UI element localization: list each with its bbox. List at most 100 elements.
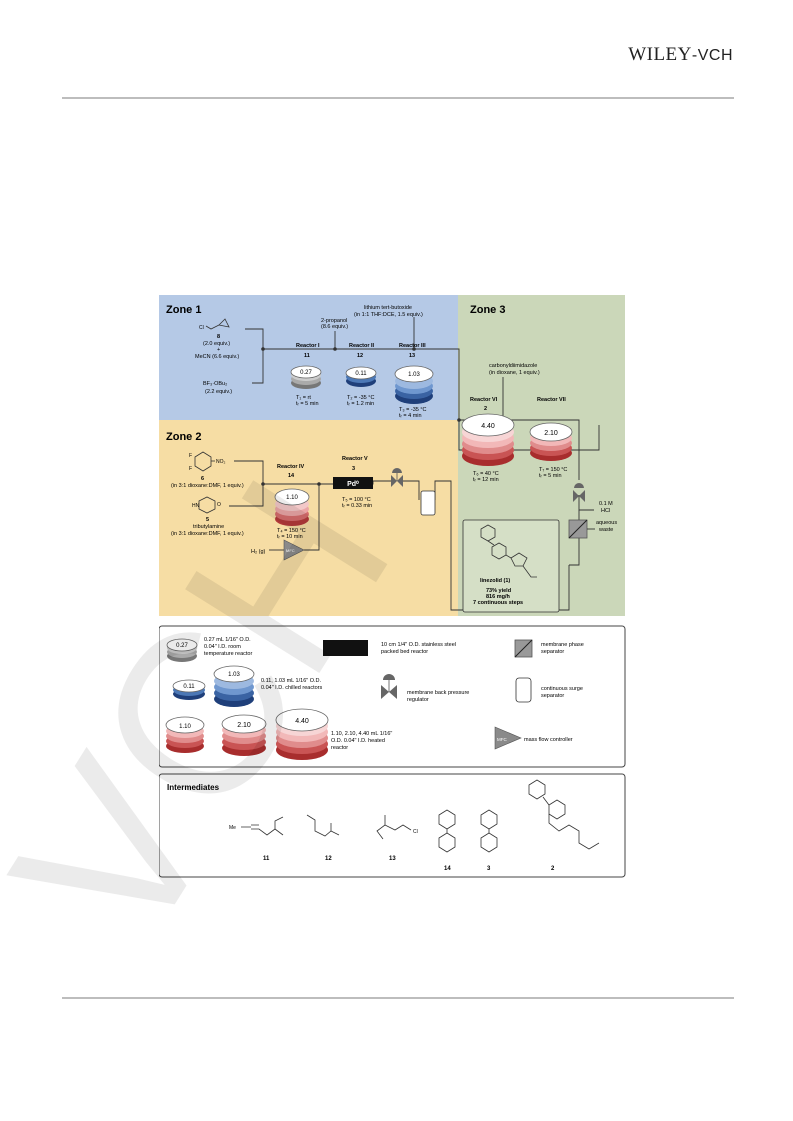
legend-l5b: regulator bbox=[407, 697, 429, 703]
back-pressure-regulator-zone2 bbox=[391, 468, 403, 487]
cdi-label: carbonyldiimidazole bbox=[489, 363, 537, 369]
reactor7-time: tᵣ = 5 min bbox=[539, 473, 562, 479]
legend-l6: mass flow controller bbox=[524, 737, 573, 743]
legend-bpr-icon bbox=[381, 674, 397, 699]
legend-v440: 4.40 bbox=[295, 718, 309, 725]
reactor3-volume: 1.03 bbox=[408, 372, 420, 378]
reactor2-temp: T₂ = -35 °C bbox=[347, 395, 374, 401]
compound-3: 3 bbox=[487, 866, 491, 872]
logo-separator: - bbox=[691, 47, 698, 64]
compound-14: 14 bbox=[444, 866, 451, 872]
reactor2-time: tᵣ = 1.2 min bbox=[347, 401, 374, 407]
epichlorohydrin-structure bbox=[205, 318, 230, 330]
lithium-equiv: (in 1:1 THF:DCE, 1.5 equiv.) bbox=[354, 312, 423, 318]
plus-sign: + bbox=[217, 347, 220, 353]
reactor7-coil: 2.10 bbox=[529, 422, 573, 461]
hn-label-5: HN bbox=[192, 503, 200, 509]
header-rule bbox=[62, 97, 734, 99]
legend-surge-icon bbox=[515, 677, 532, 703]
intermediates-title: Intermediates bbox=[167, 783, 220, 792]
flow-scheme-figure: Zone 1 Zone 2 Zone 3 Cl 8 (2.0 equiv.) +… bbox=[159, 295, 626, 878]
reagent-8-equiv: (2.0 equiv.) bbox=[203, 341, 230, 347]
zone3-title: Zone 3 bbox=[470, 304, 505, 316]
legend-l1a: 0.27 mL 1/16" O.D. bbox=[204, 637, 251, 643]
zone2-flow-lines bbox=[229, 460, 570, 611]
legend-l1b: 0.04" I.D. room bbox=[204, 644, 241, 650]
zone1-title: Zone 1 bbox=[166, 304, 201, 316]
product-rate: 816 mg/h bbox=[486, 594, 510, 600]
compound-2: 2 bbox=[551, 866, 555, 872]
legend-l1c: temperature reactor bbox=[204, 651, 252, 657]
lithium-label: lithium tert-butoxide bbox=[364, 305, 412, 311]
legend-v027: 0.27 bbox=[176, 643, 188, 649]
reactor3-label: Reactor III bbox=[399, 343, 426, 349]
reactor1-label: Reactor I bbox=[296, 343, 320, 349]
legend-l8b: separator bbox=[541, 693, 564, 699]
h2-label: H₂ (g) bbox=[251, 549, 266, 555]
legend-v011: 0.11 bbox=[183, 684, 195, 690]
reactor6-num: 2 bbox=[484, 406, 487, 412]
hcl-label: HCl bbox=[601, 508, 610, 514]
back-pressure-regulator-zone3 bbox=[573, 483, 585, 502]
reagent-5-number: 5 bbox=[206, 517, 209, 523]
compound-13: 13 bbox=[389, 856, 396, 862]
legend-l3c: reactor bbox=[331, 745, 348, 751]
mecn-label: MeCN (6.6 equiv.) bbox=[195, 354, 239, 360]
reactor7-volume: 2.10 bbox=[544, 430, 558, 437]
reactor7-label: Reactor VII bbox=[537, 397, 566, 403]
mfc-label-zone2: MFC bbox=[286, 548, 295, 553]
footer-rule bbox=[62, 997, 734, 999]
legend-l4a: 10 cm 1/4" O.D. stainless steel bbox=[381, 642, 456, 648]
reactor5-catalyst: Pd⁰ bbox=[347, 480, 359, 488]
legend-l3b: O.D. 0.04" I.D. heated bbox=[331, 738, 385, 744]
legend-v103: 1.03 bbox=[228, 672, 240, 678]
logo-vch: VCH bbox=[697, 47, 733, 64]
reactor4-time: tᵣ = 10 min bbox=[277, 534, 303, 540]
reactor6-temp: T₆ = 40 °C bbox=[473, 471, 499, 477]
product-steps: 7 continuous steps bbox=[473, 600, 523, 606]
publisher-logo: WILEY-VCH bbox=[628, 44, 733, 66]
reactor6-coil: 4.40 bbox=[461, 413, 515, 466]
zone2-title: Zone 2 bbox=[166, 431, 201, 443]
legend-heated-reactors: 1.10 2.10 4.40 bbox=[165, 708, 329, 760]
product-name: linezolid (1) bbox=[480, 578, 510, 584]
intermediates-box bbox=[159, 773, 626, 878]
reactor5-temp: T₅ = 100 °C bbox=[342, 497, 371, 503]
phase-separator bbox=[568, 519, 588, 539]
hcl-conc: 0.1 M bbox=[599, 501, 613, 507]
legend-packed-bed bbox=[323, 640, 368, 656]
reactor7-temp: T₇ = 150 °C bbox=[539, 467, 567, 473]
intermediate-structures bbox=[241, 779, 600, 853]
tributylamine-label: tributylamine bbox=[193, 524, 224, 530]
reactor3-time: tᵣ = 4 min bbox=[399, 413, 422, 419]
compound-12: 12 bbox=[325, 856, 332, 862]
reactor1-time: tᵣ = 5 min bbox=[296, 401, 319, 407]
legend-l4b: packed bed reactor bbox=[381, 649, 428, 655]
legend-l2b: 0.04" I.D. chilled reactors bbox=[261, 685, 323, 691]
logo-wiley: WILEY bbox=[628, 44, 692, 65]
reactor4-num: 14 bbox=[288, 473, 295, 479]
product-yield: 73% yield bbox=[486, 588, 511, 594]
legend-l7a: membrane phase bbox=[541, 642, 584, 648]
product-box bbox=[462, 519, 560, 613]
legend-mfc-icon: MFC bbox=[494, 726, 522, 750]
reactor4-coil: 1.10 bbox=[274, 488, 310, 526]
reactor2-volume: 0.11 bbox=[355, 371, 367, 377]
reactor1-num: 11 bbox=[304, 353, 310, 359]
reagent-8-number: 8 bbox=[217, 334, 220, 340]
reactor2-label: Reactor II bbox=[349, 343, 375, 349]
reactor4-label: Reactor IV bbox=[277, 464, 305, 470]
bf3-label: BF₃·OBu₂ bbox=[203, 381, 227, 387]
reactor1-temp: T₁ = rt bbox=[296, 395, 311, 401]
cdi-solvent: (in dioxane, 1 equiv.) bbox=[489, 370, 540, 376]
aqueous-label: aqueous bbox=[596, 520, 617, 526]
reactor5-time: tᵣ = 0.33 min bbox=[342, 503, 372, 509]
reactor5-num: 3 bbox=[352, 466, 355, 472]
legend-box bbox=[159, 625, 626, 768]
no2-label: NO₂ bbox=[216, 459, 226, 465]
reagent-6-number: 6 bbox=[201, 476, 204, 482]
morpholine-structure bbox=[198, 496, 216, 514]
o-label-5: O bbox=[217, 502, 221, 508]
reagent-6-solvent: (in 3:1 dioxane:DMF, 1 equiv.) bbox=[171, 483, 244, 489]
tributylamine-solvent: (in 3:1 dioxane:DMF, 1 equiv.) bbox=[171, 531, 244, 537]
